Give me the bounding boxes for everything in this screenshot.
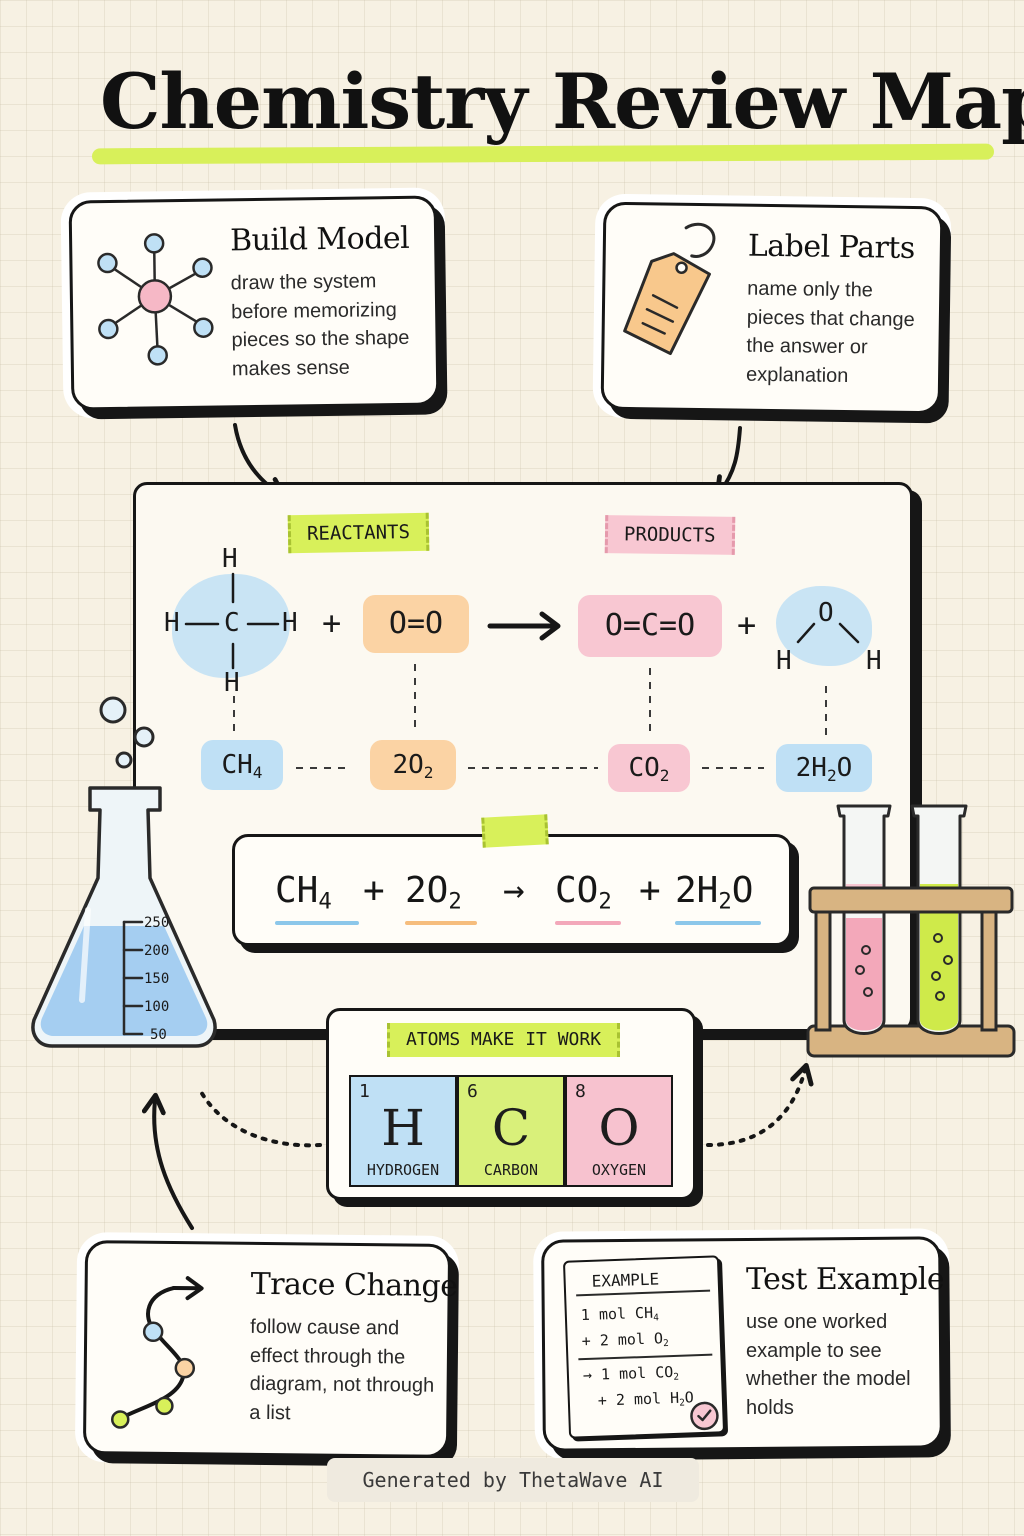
water-bonds: [796, 622, 860, 644]
element-symbol: H: [381, 1099, 425, 1157]
methane-atom-center: C: [224, 608, 240, 638]
atoms-title: ATOMS MAKE IT WORK: [387, 1023, 621, 1057]
water-atom-h-right: H: [866, 646, 882, 676]
check-icon: [690, 1401, 719, 1431]
note-divider: [576, 1289, 711, 1297]
element-name: HYDROGEN: [366, 1161, 440, 1179]
equation-methane: CH4: [275, 870, 332, 915]
card-label-parts: Label Parts name only the pieces that ch…: [600, 201, 944, 415]
flask-mark: 100: [144, 999, 169, 1015]
element-carbon: 6 C CARBON: [457, 1075, 565, 1187]
element-name: CARBON: [483, 1161, 539, 1179]
water-cloud: [776, 586, 872, 666]
equation-oxygen: 2O2: [405, 870, 462, 915]
test-tubes-icon: [806, 804, 1016, 1058]
example-note: EXAMPLE 1 mol CH4 + 2 mol O2 → 1 mol CO2…: [562, 1255, 726, 1439]
card-description: follow cause and effect through the diag…: [249, 1315, 435, 1424]
card-description: use one worked example to see whether th…: [746, 1311, 911, 1419]
equation-plus: +: [639, 870, 661, 911]
flask-mark: 250: [144, 915, 169, 931]
tag-icon: [623, 222, 716, 356]
element-symbol: O: [598, 1099, 640, 1157]
atoms-panel: ATOMS MAKE IT WORK 1 H HYDROGEN 6 C CARB…: [326, 1008, 696, 1200]
equation-water: 2H2O: [675, 870, 754, 915]
molecule-icon: [97, 233, 214, 366]
methane-atom-top: H: [222, 544, 238, 574]
flask-icon: 250 200 150 100 50: [31, 696, 217, 1048]
methane-atom-right: H: [282, 608, 298, 638]
underline-methane: [275, 921, 359, 925]
footer-credit: Generated by ThetaWave AI: [327, 1458, 699, 1502]
card-title: Trace Change: [250, 1266, 458, 1304]
oxygen-structure: O=O: [363, 595, 469, 653]
balanced-equation: CH4 + 2O2 → CO2 + 2H2O: [232, 834, 792, 946]
card-title: Test Example: [746, 1262, 945, 1297]
equation-arrow: →: [503, 870, 525, 911]
element-symbol: C: [491, 1099, 531, 1157]
element-oxygen: 8 O OXYGEN: [565, 1075, 673, 1187]
element-hydrogen: 1 H HYDROGEN: [349, 1075, 457, 1187]
underline-carbon-dioxide: [555, 921, 621, 925]
methane-bonds: [184, 572, 280, 670]
arrow-atoms-to-tubes: [706, 1062, 814, 1147]
flask-mark: 150: [144, 971, 169, 987]
reaction-arrow: [487, 611, 561, 641]
note-line: 1 mol CH4: [580, 1303, 660, 1325]
underline-water: [675, 921, 761, 925]
flask-mark: 200: [144, 943, 169, 959]
card-trace-change: Trace Change follow cause and effect thr…: [82, 1240, 458, 1458]
arrow-atoms-to-flask: [198, 1088, 322, 1148]
tape-strip: [481, 814, 549, 848]
note-header: EXAMPLE: [591, 1269, 660, 1291]
methane-cloud: [172, 574, 290, 678]
atomic-number: 6: [467, 1081, 478, 1102]
underline-oxygen: [405, 921, 477, 925]
methane-atom-left: H: [164, 608, 180, 638]
formula-methane: CH4: [201, 740, 283, 790]
atomic-number: 1: [359, 1081, 370, 1102]
methane-atom-bottom: H: [224, 668, 240, 698]
note-line: → 1 mol CO2: [582, 1363, 680, 1385]
note-divider: [578, 1353, 713, 1361]
co2-structure: O=C=O: [578, 595, 722, 657]
water-atom-h-left: H: [776, 646, 792, 676]
path-icon: [111, 1276, 204, 1429]
plus-sign: +: [322, 604, 342, 642]
arrow-trace-to-flask: [141, 1092, 194, 1230]
card-build-model: Build Model draw the system before memor…: [68, 195, 440, 411]
element-name: OXYGEN: [591, 1161, 647, 1179]
page-title: Chemistry Review Map: [100, 57, 1024, 146]
equation-carbon-dioxide: CO2: [555, 870, 612, 915]
equation-plus: +: [363, 870, 385, 911]
formula-carbon-dioxide: CO2: [608, 744, 690, 792]
flask-mark: 50: [150, 1027, 167, 1043]
formula-oxygen: 2O2: [370, 740, 456, 790]
plus-sign: +: [737, 606, 757, 644]
water-atom-o: O: [818, 598, 834, 628]
note-line: + 2 mol H2O: [597, 1388, 695, 1410]
note-line: + 2 mol O2: [581, 1329, 669, 1351]
atomic-number: 8: [575, 1081, 586, 1102]
formula-water: 2H2O: [776, 744, 872, 792]
